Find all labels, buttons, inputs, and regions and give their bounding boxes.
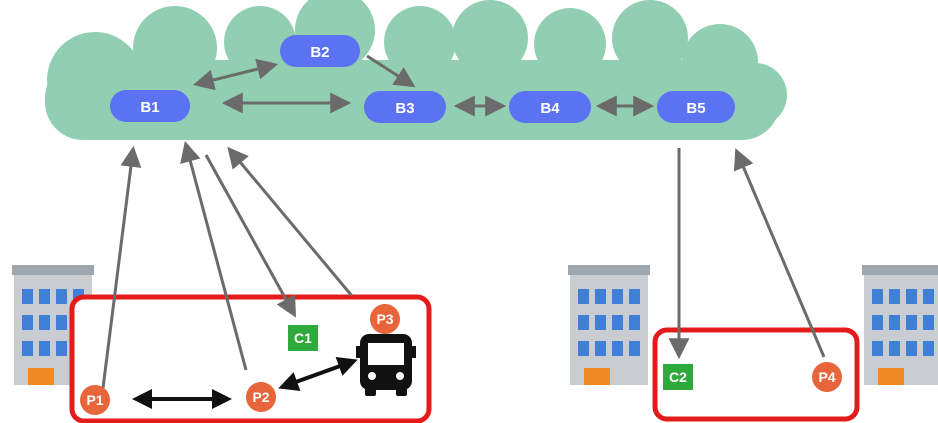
peer-label: P3 — [376, 311, 393, 327]
link-p1-b1 — [101, 145, 142, 389]
link-b1-c1 — [204, 154, 297, 318]
broker-b2: B2 — [280, 35, 360, 67]
region-right — [652, 327, 860, 422]
link-p2-bus — [278, 357, 358, 391]
peer-label: P2 — [252, 389, 269, 405]
peer-p2: P2 — [246, 382, 276, 412]
peer-p3: P3 — [370, 304, 400, 334]
client-label: C2 — [669, 369, 687, 385]
broker-label: B3 — [395, 100, 414, 117]
peer-p1: P1 — [80, 385, 110, 415]
broker-label: B2 — [310, 44, 329, 61]
link-b1-b2 — [192, 58, 279, 91]
peer-label: P1 — [86, 392, 103, 408]
cloud-icon — [45, 0, 787, 140]
broker-b3: B3 — [364, 91, 446, 123]
broker-b5: B5 — [657, 91, 735, 123]
link-p4-b5 — [733, 148, 826, 358]
link-p3-b1 — [227, 146, 354, 297]
bus-icon — [356, 334, 416, 396]
building-icon — [568, 265, 650, 385]
peer-p4: P4 — [812, 362, 842, 392]
client-c1: C1 — [288, 325, 318, 351]
broker-b1: B1 — [110, 90, 190, 122]
client-label: C1 — [294, 330, 312, 346]
client-c2: C2 — [663, 364, 693, 390]
link-b2-b3 — [366, 54, 416, 88]
broker-b4: B4 — [509, 91, 591, 123]
link-p2-b1 — [180, 140, 248, 371]
building-icon — [862, 265, 938, 385]
broker-label: B4 — [540, 100, 560, 117]
broker-label: B5 — [686, 100, 705, 117]
peer-label: P4 — [818, 369, 835, 385]
broker-label: B1 — [140, 99, 159, 116]
